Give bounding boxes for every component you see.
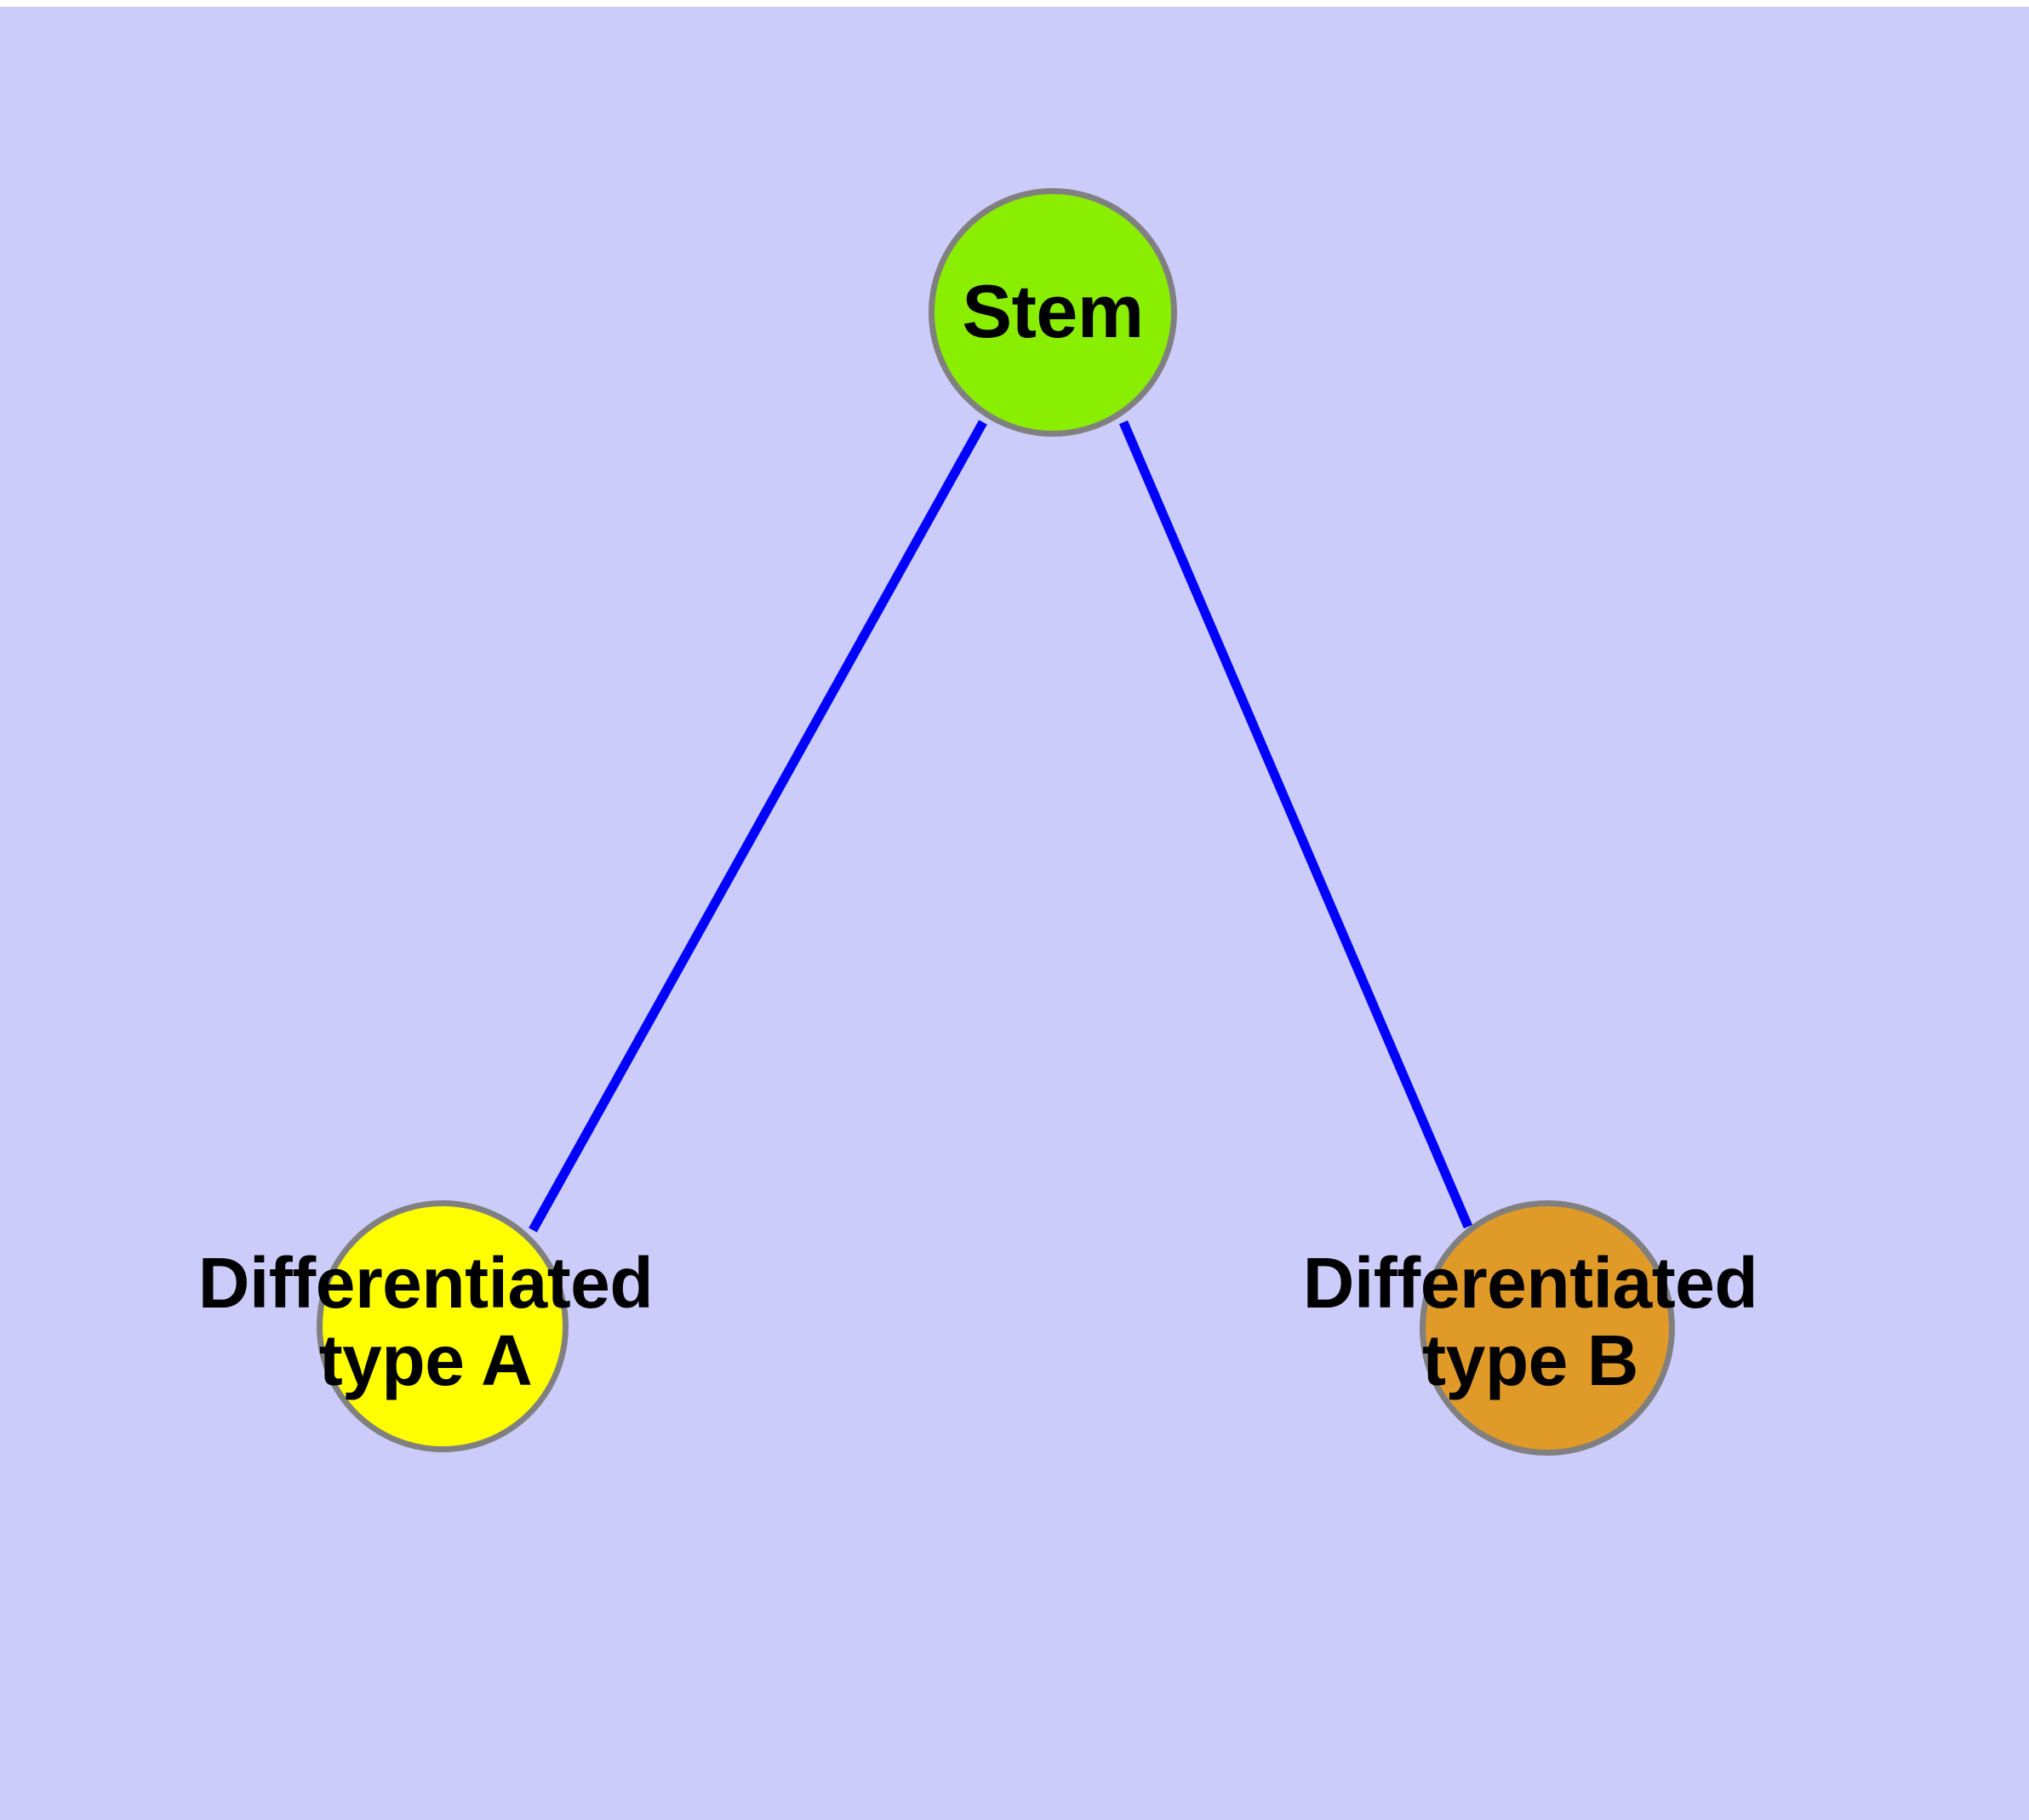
node-differentiated-type-a[interactable]	[317, 1200, 569, 1452]
edge-stem-to-differentiated-type-a	[529, 420, 987, 1233]
node-layer	[317, 188, 1675, 1456]
edge-stem-to-differentiated-type-b	[1118, 420, 1473, 1229]
node-stem[interactable]	[929, 188, 1177, 437]
edge-layer	[529, 420, 1473, 1233]
node-differentiated-type-b[interactable]	[1420, 1200, 1675, 1456]
